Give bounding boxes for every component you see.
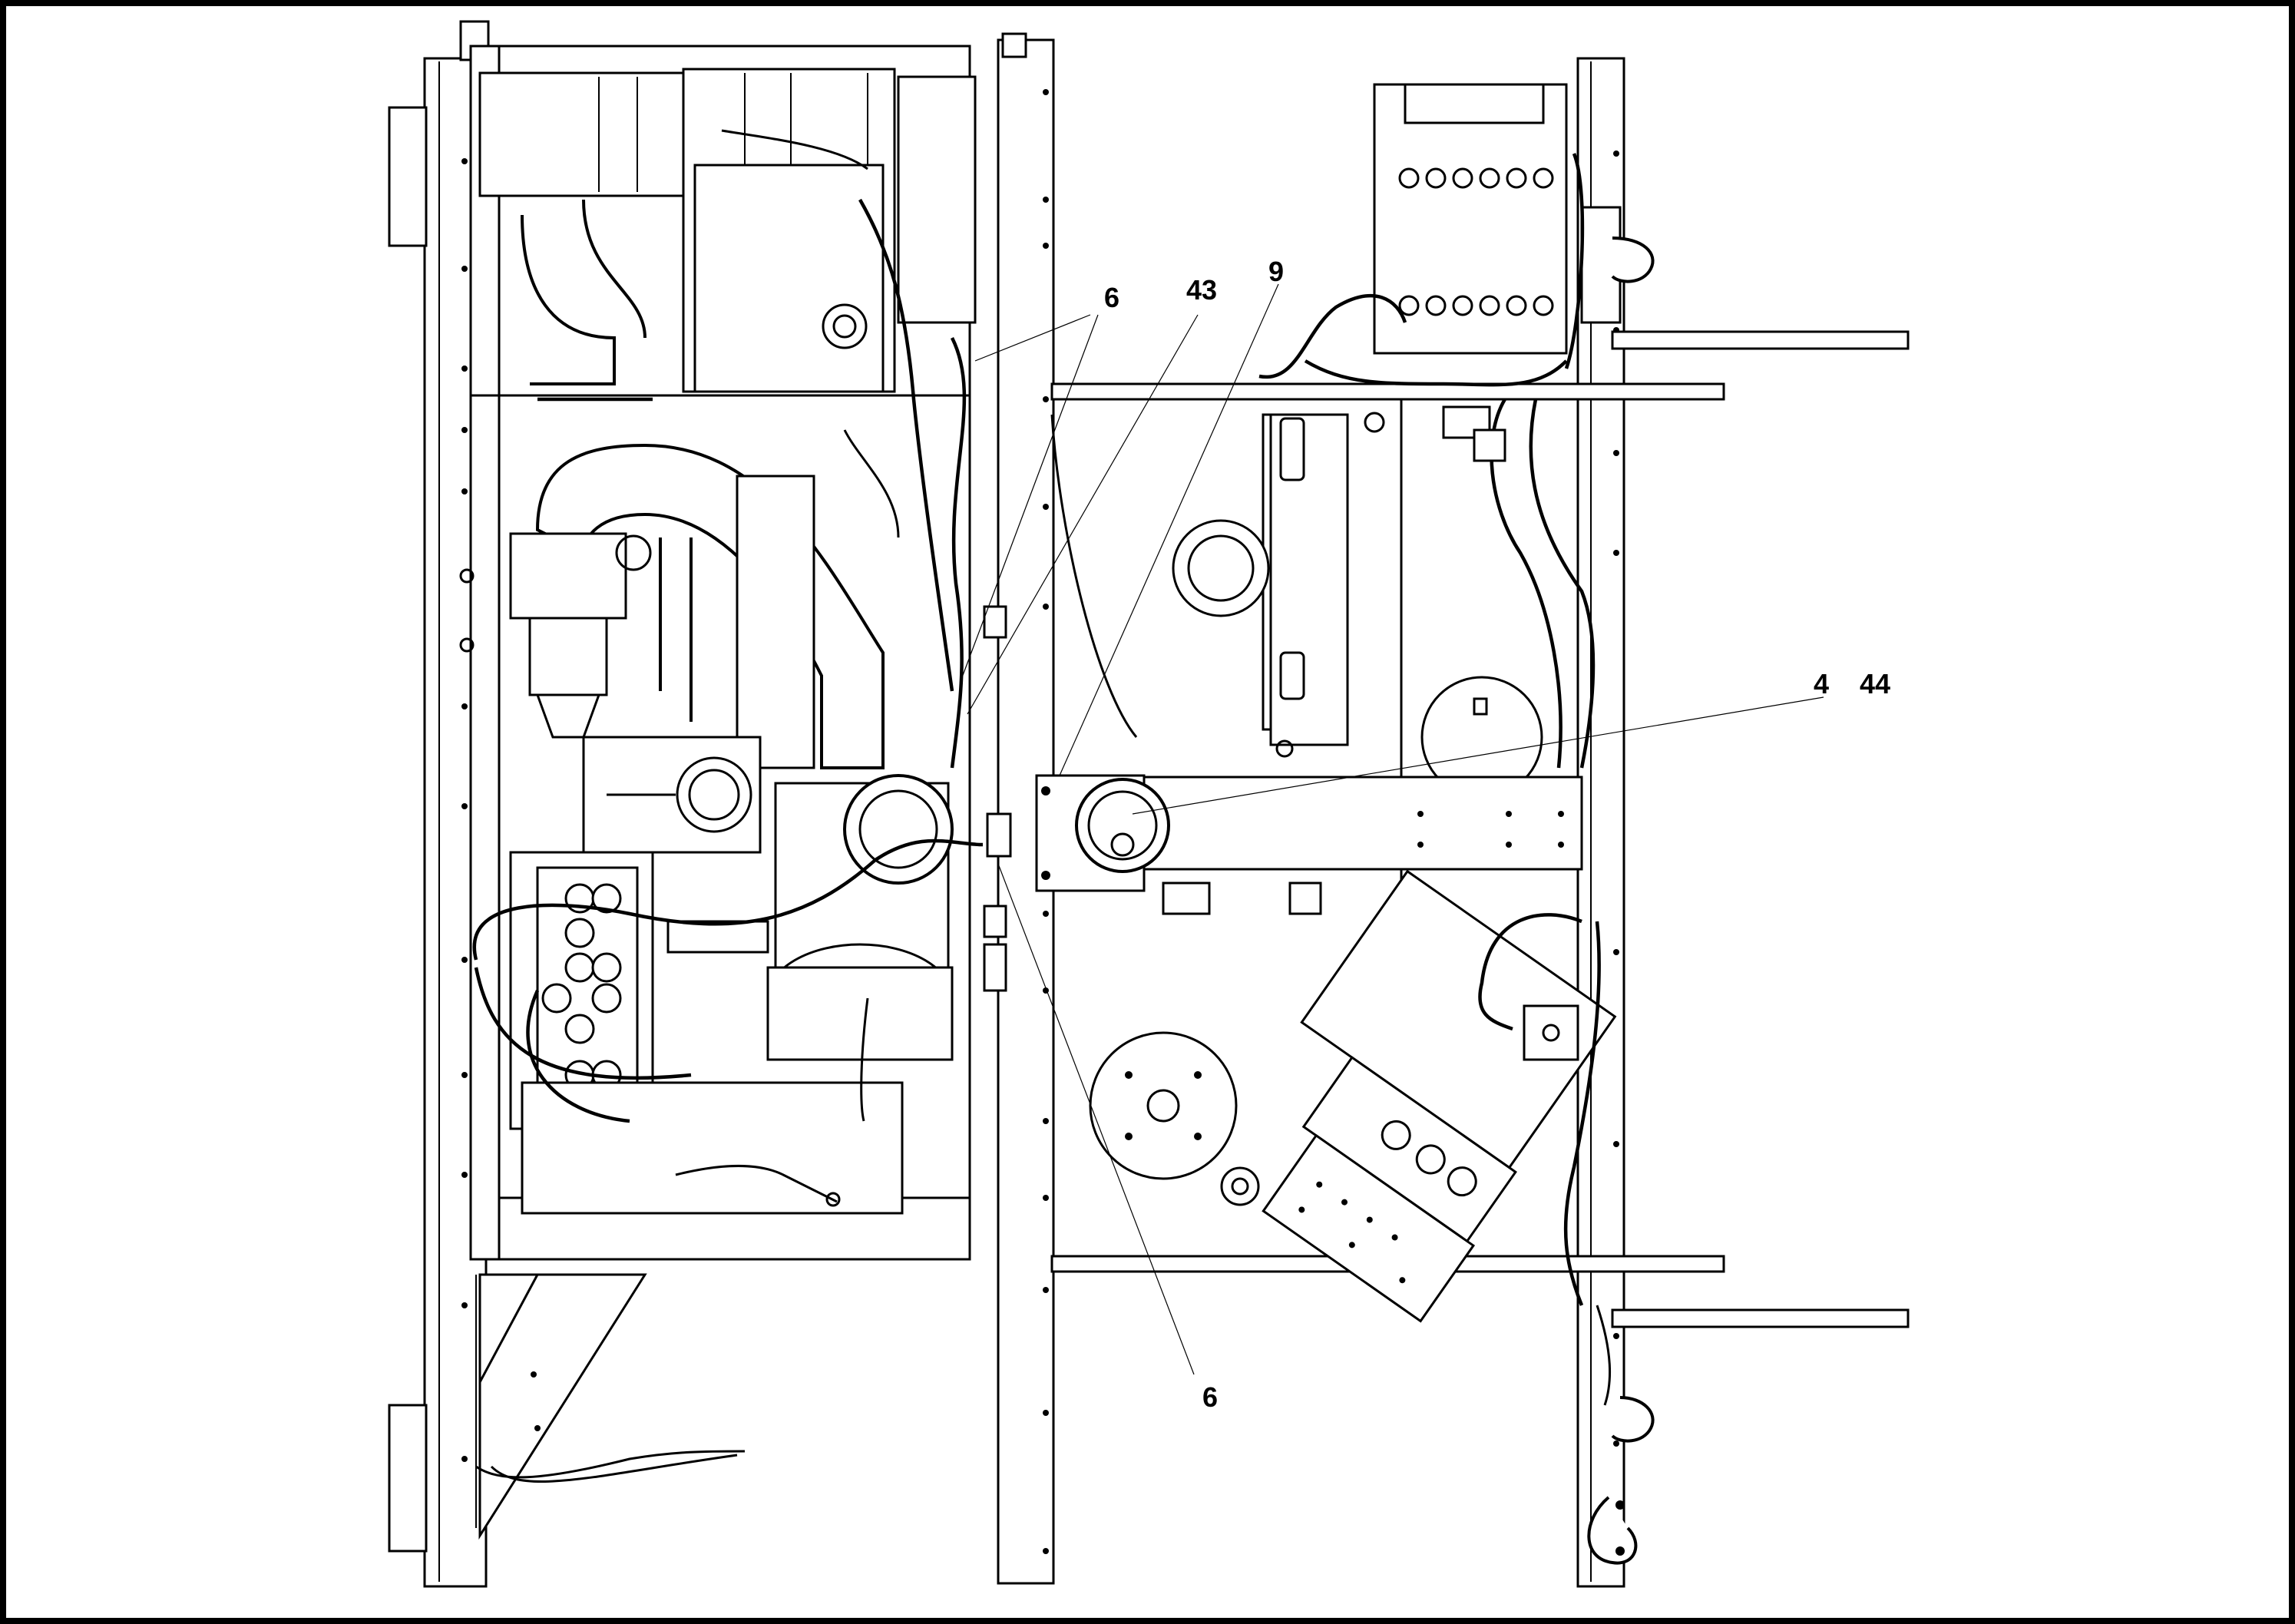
left-frame-holes bbox=[459, 158, 475, 1462]
callout-9: 9 bbox=[1268, 256, 1284, 287]
callout-4: 4 bbox=[1814, 668, 1829, 700]
callout-labels: 6 43 9 4 44 6 bbox=[1104, 256, 1890, 1413]
tank-holes bbox=[1398, 167, 1554, 316]
tilted-motor-assembly bbox=[1262, 869, 1617, 1323]
callout-6-top: 6 bbox=[1104, 282, 1119, 313]
callout-43: 43 bbox=[1186, 274, 1217, 306]
callout-6-bottom: 6 bbox=[1202, 1381, 1218, 1413]
left-machine-bay bbox=[472, 68, 984, 1483]
leader-lines bbox=[959, 283, 1824, 1375]
callout-44: 44 bbox=[1860, 668, 1890, 700]
right-frame-holes bbox=[1613, 150, 1619, 1447]
right-side bbox=[1035, 57, 1910, 1588]
